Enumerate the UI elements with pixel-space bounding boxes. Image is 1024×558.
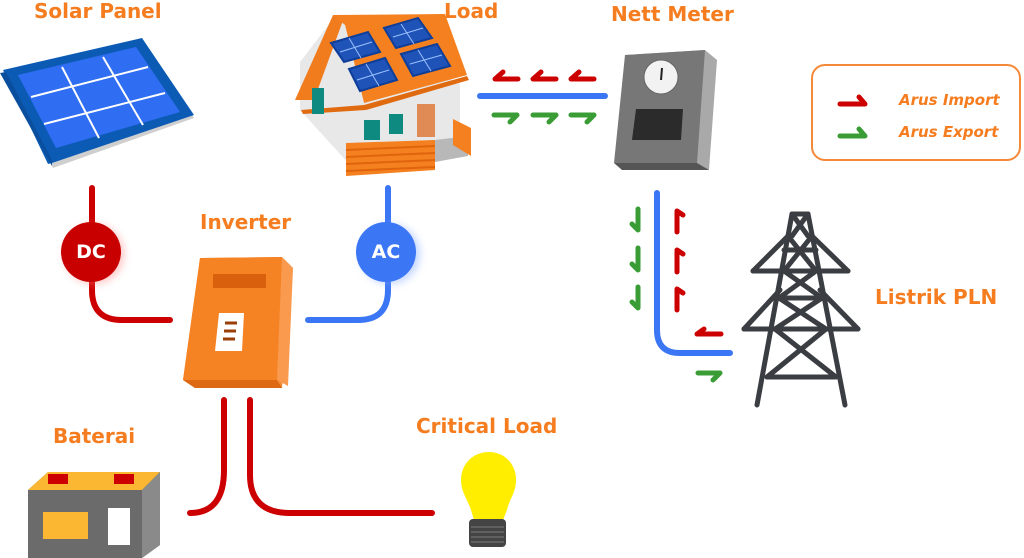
ac-badge-label: AC xyxy=(371,241,401,263)
legend-import-label: Arus Import xyxy=(899,91,1000,109)
export-arrows-horizontal xyxy=(491,112,597,125)
legend: Arus Import Arus Export xyxy=(811,64,1021,161)
import-arrows-horizontal xyxy=(492,69,597,82)
ac-wire xyxy=(305,185,391,323)
dc-badge: DC xyxy=(61,222,121,282)
transmission-tower-icon xyxy=(741,211,861,408)
nett-meter-label: Nett Meter xyxy=(611,2,734,26)
load-label: Load xyxy=(444,0,499,23)
house-icon xyxy=(295,14,471,176)
meter-pln-line xyxy=(654,190,733,356)
export-arrow-icon xyxy=(837,126,868,139)
dc-wire xyxy=(89,185,173,323)
import-arrows-vertical xyxy=(674,208,724,337)
solar-panel-label: Solar Panel xyxy=(34,0,162,23)
dc-badge-label: DC xyxy=(76,241,106,263)
legend-export-label: Arus Export xyxy=(899,123,999,141)
critical-load-label: Critical Load xyxy=(416,414,558,438)
solar-panel-icon xyxy=(0,38,194,168)
inverter-label: Inverter xyxy=(200,210,292,234)
ac-badge: AC xyxy=(356,222,416,282)
legend-item-export: Arus Export xyxy=(837,120,998,144)
inverter-icon xyxy=(183,257,293,388)
baterai-label: Baterai xyxy=(53,424,136,448)
legend-item-import: Arus Import xyxy=(837,88,1000,112)
export-arrows-vertical xyxy=(629,206,723,383)
battery-icon xyxy=(28,472,160,558)
battery-wire xyxy=(187,397,227,516)
nett-meter-icon xyxy=(614,50,717,170)
light-bulb-icon xyxy=(461,452,517,547)
critical-load-wire xyxy=(247,397,435,516)
import-arrow-icon xyxy=(837,94,868,107)
listrik-pln-label: Listrik PLN xyxy=(875,285,998,309)
